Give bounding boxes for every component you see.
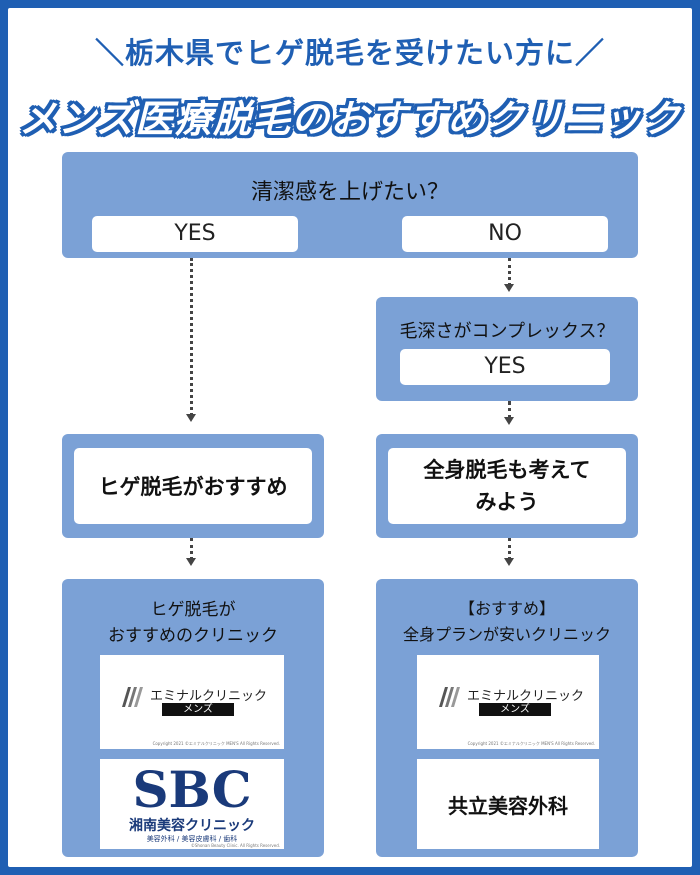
- result-fullbody-panel: 全身脱毛も考えて みよう: [376, 434, 638, 538]
- infographic-frame: ＼栃木県でヒゲ脱毛を受けたい方に／ メンズ医療脱毛のおすすめクリニック 清潔感を…: [8, 8, 692, 867]
- subtitle: ＼栃木県でヒゲ脱毛を受けたい方に／: [94, 36, 605, 70]
- clinics-beard-heading-2: おすすめのクリニック: [108, 626, 278, 646]
- eminal-mens-badge: メンズ: [479, 703, 551, 716]
- question-hairy-panel: 毛深さがコンプレックス？ YES: [376, 297, 638, 401]
- arrowhead-left: [186, 558, 196, 566]
- clinics-fullbody-panel: 【おすすめ】 全身プランが安いクリニック エミナルクリニック メンズ Copyr…: [376, 579, 638, 857]
- clinics-beard-panel: ヒゲ脱毛が おすすめのクリニック エミナルクリニック メンズ Copyright…: [62, 579, 324, 857]
- sbc-clinic-logo[interactable]: SBC 湘南美容クリニック 美容外科 / 美容皮膚科 / 歯科 ©Shonan …: [100, 759, 284, 849]
- clinics-beard-heading-1: ヒゲ脱毛が: [150, 600, 236, 620]
- question-hairy-text: 毛深さがコンプレックス？: [399, 321, 615, 342]
- eminal-copyright: Copyright 2021 ©エミナルクリニック MEN'S All Righ…: [152, 741, 280, 746]
- eminal-name: エミナルクリニック: [467, 689, 585, 704]
- sbc-specialties: 美容外科 / 美容皮膚科 / 歯科: [146, 835, 238, 843]
- result-fullbody-line2: みよう: [475, 490, 539, 514]
- result-beard-box: ヒゲ脱毛がおすすめ: [74, 448, 312, 524]
- connector-left-down: [190, 538, 193, 560]
- clinics-fullbody-heading-2: 全身プランが安いクリニック: [402, 625, 611, 644]
- result-beard-panel: ヒゲ脱毛がおすすめ: [62, 434, 324, 538]
- eminal-mark-icon: [439, 687, 460, 707]
- connector-right-down: [508, 538, 511, 560]
- eminal-name: エミナルクリニック: [150, 689, 268, 704]
- sbc-name: 湘南美容クリニック: [129, 818, 255, 834]
- connector-no-down: [508, 258, 511, 286]
- clinics-fullbody-heading-1: 【おすすめ】: [458, 599, 555, 618]
- arrowhead-right: [504, 558, 514, 566]
- arrowhead-yes: [186, 414, 196, 422]
- yes-button-clean[interactable]: YES: [92, 216, 298, 252]
- eminal-clinic-logo[interactable]: エミナルクリニック メンズ Copyright 2021 ©エミナルクリニック …: [100, 655, 284, 749]
- sbc-copyright: ©Shonan Beauty Clinic. All Rights Reserv…: [190, 843, 280, 848]
- arrowhead-hairy: [504, 417, 514, 425]
- eminal-mens-badge: メンズ: [162, 703, 234, 716]
- connector-yes-down: [190, 258, 193, 416]
- result-fullbody-box: 全身脱毛も考えて みよう: [388, 448, 626, 524]
- eminal-mark-icon: [122, 687, 143, 707]
- kyoritsu-clinic-logo[interactable]: 共立美容外科: [417, 759, 599, 849]
- yes-button-hairy[interactable]: YES: [400, 349, 610, 385]
- no-button-clean[interactable]: NO: [402, 216, 608, 252]
- title: メンズ医療脱毛のおすすめクリニック: [18, 97, 682, 141]
- question-clean-text: 清潔感を上げたい？: [250, 180, 449, 205]
- arrowhead-no: [504, 284, 514, 292]
- eminal-copyright: Copyright 2021 ©エミナルクリニック MEN'S All Righ…: [467, 741, 595, 746]
- eminal-clinic-logo-right[interactable]: エミナルクリニック メンズ Copyright 2021 ©エミナルクリニック …: [417, 655, 599, 749]
- question-clean-panel: 清潔感を上げたい？ YES NO: [62, 152, 638, 258]
- connector-hairy-down: [508, 401, 511, 419]
- result-fullbody-line1: 全身脱毛も考えて: [423, 458, 591, 482]
- sbc-logo-text: SBC: [132, 760, 252, 819]
